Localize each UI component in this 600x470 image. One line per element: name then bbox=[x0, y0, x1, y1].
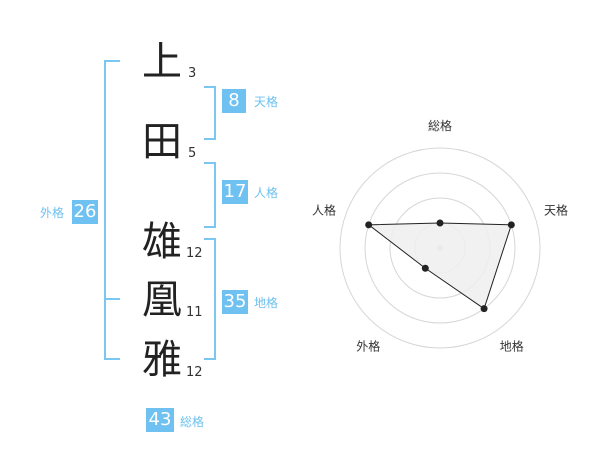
jinkaku-value: 17 bbox=[222, 180, 248, 204]
chikaku-bracket-top bbox=[204, 238, 216, 240]
outer-bracket-vertical bbox=[104, 60, 106, 360]
radar-axis-label-3: 地格 bbox=[500, 339, 524, 354]
radar-axis-label-2: 天格 bbox=[544, 202, 568, 217]
chikaku-label: 地格 bbox=[254, 296, 279, 310]
soukaku-value: 43 bbox=[146, 408, 174, 432]
outer-bracket-bottom bbox=[104, 358, 120, 360]
tenkaku-bracket-vertical bbox=[214, 86, 216, 140]
radar-point-3 bbox=[480, 305, 488, 313]
chikaku-bracket-bottom bbox=[204, 358, 216, 360]
radar-ring-4 bbox=[339, 147, 541, 349]
stroke-count-3: 12 bbox=[186, 246, 203, 261]
stroke-count-5: 12 bbox=[186, 365, 203, 380]
tenkaku-bracket-top bbox=[204, 86, 216, 88]
name-char-2: 田 bbox=[142, 119, 182, 165]
stroke-count-4: 11 bbox=[186, 305, 203, 320]
jinkaku-bracket-bottom bbox=[204, 226, 216, 228]
chikaku-bracket-vertical bbox=[214, 238, 216, 360]
radar-axis-label-4: 外格 bbox=[356, 339, 380, 354]
radar-point-5 bbox=[365, 221, 373, 229]
name-char-1: 上 bbox=[142, 39, 182, 85]
outer-bracket-top bbox=[104, 60, 120, 62]
radar-point-2 bbox=[507, 221, 515, 229]
name-char-3: 雄 bbox=[142, 219, 182, 265]
radar-point-4 bbox=[421, 264, 429, 272]
radar-axis-label-5: 人格 bbox=[312, 202, 336, 217]
radar-polygon bbox=[367, 222, 513, 310]
gaikaku-value: 26 bbox=[72, 200, 98, 224]
jinkaku-bracket-vertical bbox=[214, 162, 216, 228]
soukaku-label: 総格 bbox=[180, 415, 205, 429]
tenkaku-label: 天格 bbox=[254, 95, 279, 109]
name-char-5: 雅 bbox=[142, 337, 182, 383]
tenkaku-bracket-bottom bbox=[204, 138, 216, 140]
radar-ring-3 bbox=[364, 172, 516, 324]
outer-bracket-mid bbox=[104, 298, 120, 300]
radar-axis-label-1: 総格 bbox=[428, 118, 452, 133]
chikaku-value: 35 bbox=[222, 290, 248, 314]
radar-point-1 bbox=[436, 219, 444, 227]
jinkaku-label: 人格 bbox=[254, 186, 279, 200]
jinkaku-bracket-top bbox=[204, 162, 216, 164]
gaikaku-label: 外格 bbox=[40, 206, 65, 220]
tenkaku-value: 8 bbox=[222, 89, 246, 113]
stroke-count-1: 3 bbox=[188, 66, 197, 81]
stroke-count-2: 5 bbox=[188, 146, 197, 161]
name-char-4: 凰 bbox=[142, 277, 182, 323]
